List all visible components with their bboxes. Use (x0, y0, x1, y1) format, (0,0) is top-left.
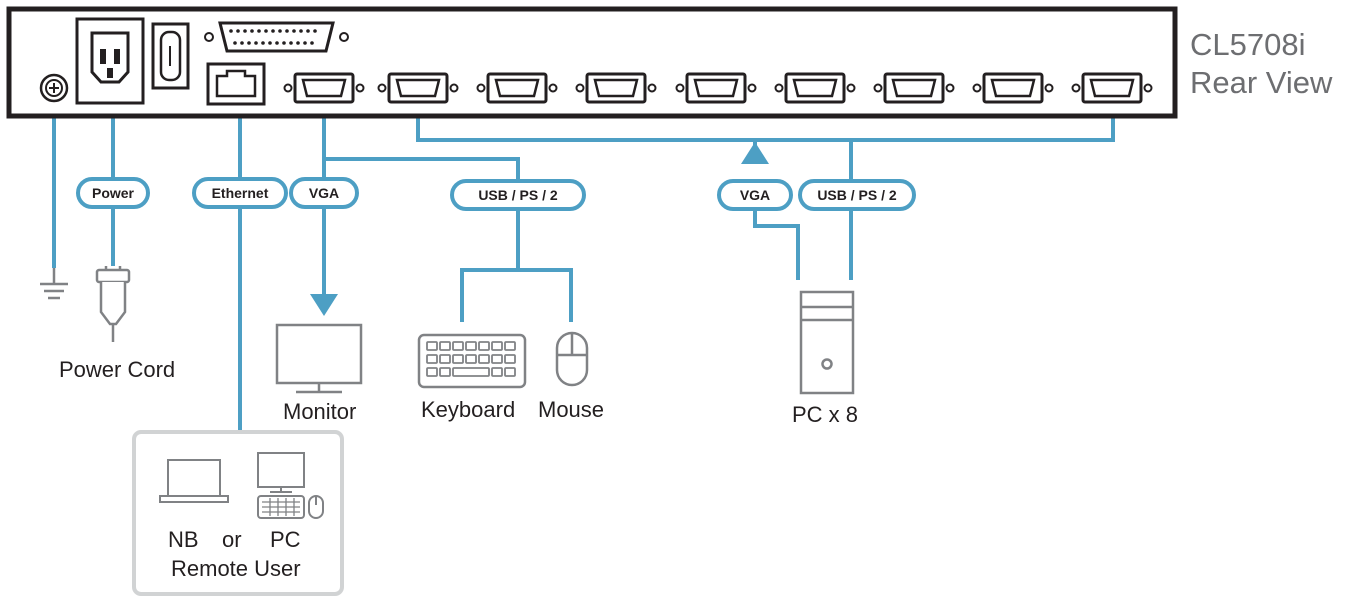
cable-label-texts: Power Ethernet VGA USB / PS / 2 VGA USB … (92, 185, 897, 203)
vga-port-icon (1071, 72, 1153, 104)
vga-port-icon (873, 72, 955, 104)
keyboard-icon (417, 333, 527, 389)
vga-pc-label-pill (717, 179, 793, 211)
db25-port-icon (204, 21, 349, 53)
pc-bus-cable (416, 102, 1115, 142)
usb-pc-label: USB / PS / 2 (817, 187, 897, 203)
ethernet-label-pill (192, 177, 288, 209)
device-chassis (6, 6, 1178, 119)
usb-console-cable (324, 157, 520, 270)
nb-caption: NB (168, 527, 199, 552)
cables (52, 102, 1115, 432)
monitor-caption: Monitor (283, 399, 357, 424)
pc-count-caption: PC x 8 (792, 402, 859, 427)
power-switch-icon (151, 22, 190, 90)
vga-console-label-pill (289, 177, 359, 209)
ethernet-label: Ethernet (212, 185, 269, 201)
vga-port-icon (283, 72, 365, 104)
pc-caption: PC (270, 527, 301, 552)
laptop-icon (159, 459, 229, 503)
or-caption: or (222, 527, 242, 552)
keyboard-caption: Keyboard (421, 397, 516, 422)
pc-arrow-icon (741, 142, 769, 164)
monitor-icon (275, 323, 363, 394)
ground-screw-icon (39, 73, 69, 103)
monitor-arrow-icon (310, 294, 338, 316)
usb-console-label-pill (450, 179, 586, 211)
vga-ports (283, 72, 1153, 104)
usb-pc-label-pill (798, 179, 916, 211)
power-label: Power (92, 185, 135, 201)
cable-label-pills (76, 177, 916, 211)
keyboard-mouse-branch (460, 268, 573, 322)
remote-user-caption: Remote User (171, 556, 301, 581)
power-inlet-icon (75, 17, 145, 105)
model-title: CL5708i (1190, 27, 1306, 62)
power-plug-icon (95, 266, 131, 342)
ground-icon (40, 268, 68, 300)
view-title: Rear View (1190, 65, 1333, 100)
mouse-caption: Mouse (538, 397, 605, 422)
ethernet-port-icon (206, 62, 266, 106)
vga-port-icon (675, 72, 757, 104)
pc-tower-icon (799, 290, 855, 395)
vga-port-icon (972, 72, 1054, 104)
power-cord-caption: Power Cord (59, 357, 176, 382)
vga-port-icon (774, 72, 856, 104)
vga-console-label: VGA (309, 185, 339, 201)
mouse-icon (555, 331, 589, 387)
remote-pc-icon (257, 452, 324, 519)
vga-port-icon (377, 72, 459, 104)
db25-pins (229, 29, 317, 45)
usb-console-label: USB / PS / 2 (478, 187, 558, 203)
vga-port-icon (476, 72, 558, 104)
vga-port-icon (575, 72, 657, 104)
vga-pc-label: VGA (740, 187, 770, 203)
power-label-pill (76, 177, 150, 209)
